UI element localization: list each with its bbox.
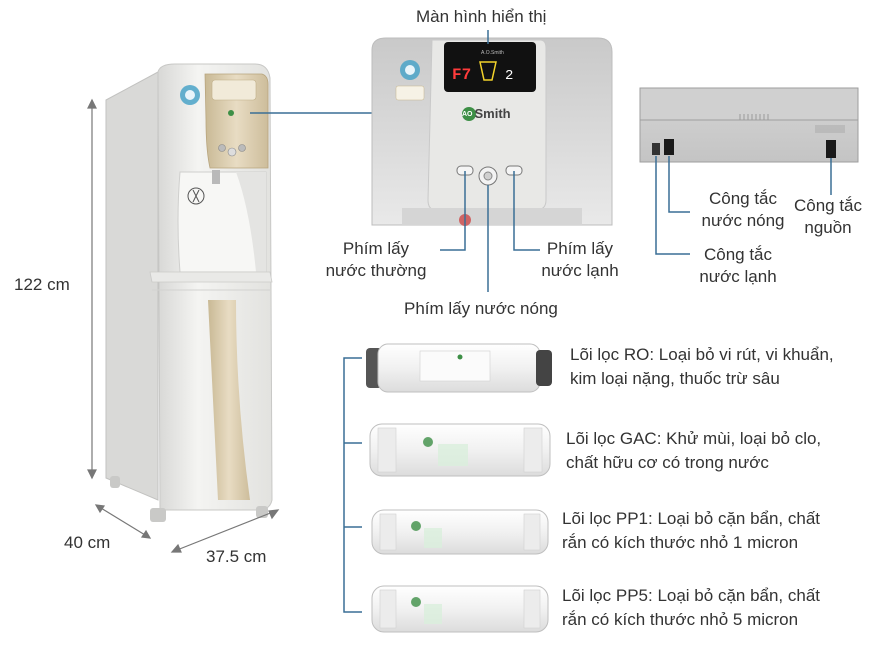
filter-cartridge-gac — [369, 423, 551, 477]
panel-leaders — [440, 30, 540, 292]
brand-logo-text: Smith — [474, 106, 511, 121]
filter-desc-pp1: Lõi lọc PP1: Loại bỏ cặn bẩn, chất rắn c… — [562, 507, 820, 555]
label-cold-button-line1: Phím lấy — [546, 239, 614, 258]
filter-desc-pp5-line1: Lõi lọc PP5: Loại bỏ cặn bẩn, chất — [562, 586, 821, 605]
label-cold-switch: Công tắc nước lạnh — [688, 244, 788, 288]
label-cold-switch-line1: Công tắc — [703, 245, 773, 264]
filter-desc-pp1-line2: rắn có kích thước nhỏ 1 micron — [562, 533, 799, 552]
svg-text:F7: F7 — [452, 66, 471, 84]
svg-text:A.O.Smith: A.O.Smith — [481, 50, 504, 56]
label-normal-button-line1: Phím lấy — [342, 239, 410, 258]
filter-desc-gac: Lõi lọc GAC: Khử mùi, loại bỏ clo, chất … — [566, 427, 821, 475]
label-power-switch-line2: nguồn — [804, 218, 852, 237]
svg-text:2: 2 — [505, 68, 513, 84]
dimension-lines — [87, 98, 280, 553]
filter-desc-pp5-line2: rắn có kích thước nhỏ 5 micron — [562, 610, 799, 629]
filter-desc-ro-line1: Lõi lọc RO: Loại bỏ vi rút, vi khuẩn, — [570, 345, 834, 364]
label-height: 122 cm — [14, 275, 70, 294]
label-cold-button-line2: nước lạnh — [541, 261, 619, 280]
filter-desc-pp1-line1: Lõi lọc PP1: Loại bỏ cặn bẩn, chất — [562, 509, 821, 528]
filter-desc-pp5: Lõi lọc PP5: Loại bỏ cặn bẩn, chất rắn c… — [562, 584, 820, 632]
label-normal-button: Phím lấy nước thường — [316, 238, 436, 282]
filter-cartridge-ro — [366, 343, 552, 393]
label-hot-button: Phím lấy nước nóng — [404, 299, 558, 318]
rear-leaders — [655, 156, 832, 255]
filter-bracket — [343, 357, 362, 613]
label-hot-switch-line1: Công tắc — [708, 189, 778, 208]
label-hot-switch-line2: nước nóng — [701, 211, 785, 230]
label-display: Màn hình hiển thị — [416, 7, 547, 26]
label-power-switch: Công tắc nguồn — [788, 195, 868, 239]
filter-cartridge-pp1 — [371, 509, 549, 555]
label-power-switch-line1: Công tắc — [793, 196, 863, 215]
filter-desc-gac-line1: Lõi lọc GAC: Khử mùi, loại bỏ clo, — [566, 429, 822, 448]
label-cold-switch-line2: nước lạnh — [699, 267, 777, 286]
label-width: 37.5 cm — [206, 547, 267, 566]
dispenser-illustration — [105, 63, 273, 522]
label-normal-button-line2: nước thường — [325, 261, 427, 280]
panel-closeup: F7 2 A.O.Smith — [371, 37, 613, 226]
filter-desc-ro: Lõi lọc RO: Loại bỏ vi rút, vi khuẩn, ki… — [570, 343, 834, 391]
label-depth: 40 cm — [64, 533, 111, 552]
filter-desc-gac-line2: chất hữu cơ có trong nước — [566, 453, 769, 472]
label-hot-switch: Công tắc nước nóng — [690, 188, 796, 232]
brand-logo-prefix: AO — [462, 111, 473, 118]
filter-desc-ro-line2: kim loại nặng, thuốc trừ sâu — [570, 369, 780, 388]
rear-panel — [639, 87, 859, 163]
label-cold-button: Phím lấy nước lạnh — [530, 238, 630, 282]
filter-cartridge-pp5 — [371, 585, 549, 633]
